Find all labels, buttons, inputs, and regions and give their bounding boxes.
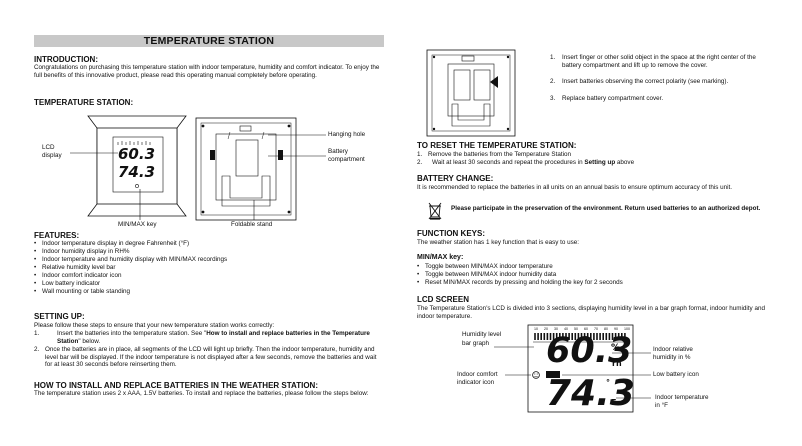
title-bar: TEMPERATURE STATION [34,35,384,47]
label-hanging-hole: Hanging hole [328,131,366,138]
label-indoor-rel-1: Indoor relative [653,346,693,353]
lcd-degree-icon: ° [606,378,610,387]
battery-step-number: 3. [550,95,556,102]
label-display: display [42,152,62,159]
setup-step1-number: 1. [34,330,40,337]
list-item: •Reset MIN/MAX records by pressing and h… [417,279,623,286]
install-heading: HOW TO INSTALL AND REPLACE BATTERIES IN … [34,381,318,390]
reset-step-1: Remove the batteries from the Temperatur… [428,151,572,158]
setup-intro: Please follow these steps to ensure that… [34,322,275,329]
function-keys-heading: FUNCTION KEYS: [417,229,485,238]
list-item: •Relative humidity level bar [34,264,116,271]
humidity-scale-tick: 40 [564,327,568,331]
humidity-scale-tick: 70 [594,327,598,331]
humidity-scale-tick: 90 [614,327,618,331]
lcd-humidity-readout: 60.3 [118,145,156,163]
humidity-scale-tick: 50 [574,327,578,331]
page-title: TEMPERATURE STATION [143,35,275,47]
humidity-scale-tick: 100 [624,327,630,331]
label-indoor-temp-1: Indoor temperature [655,394,709,401]
list-item: •Indoor humidity display in RH% [34,248,130,255]
lcd-temperature-value: 74.3 [546,373,635,414]
label-comfort-1: Indoor comfort [457,371,498,378]
battery-step-number: 1. [550,54,556,61]
list-item: •Toggle between MIN/MAX indoor humidity … [417,271,557,278]
lcd-humidity-value: 60.3 [546,331,633,371]
label-indoor-rel-2: humidity in % [653,354,691,361]
battery-change-heading: BATTERY CHANGE: [417,174,494,183]
humidity-scale-tick: 10 [534,327,538,331]
install-text: The temperature station uses 2 x AAA, 1.… [34,390,369,397]
battery-step-number: 2. [550,78,556,85]
lcd-screen-text: The Temperature Station's LCD is divided… [417,305,765,320]
lcd-temperature-unit: F [611,398,617,407]
setup-step2: Once the batteries are in place, all seg… [45,346,377,369]
label-lcd: LCD [42,144,55,151]
setup-heading: SETTING UP: [34,312,85,321]
humidity-scale-tick: 30 [554,327,558,331]
recycle-bin-icon [428,202,442,220]
battery-step-3: Replace battery compartment cover. [562,95,664,102]
list-item: •Indoor comfort indicator icon [34,272,122,279]
list-item: •Toggle between MIN/MAX indoor temperatu… [417,263,553,270]
station-front-figure [87,115,187,217]
reset-step-number: 1. [417,151,423,158]
battery-change-text: It is recommended to replace the batteri… [417,184,733,191]
lcd-humidity-unit: % [611,343,621,353]
list-item: •Low battery indicator [34,280,101,287]
battery-notice: Please participate in the preservation o… [451,205,761,212]
minmax-heading: MIN/MAX key: [417,254,464,261]
list-item: •Indoor temperature display in degree Fa… [34,240,190,247]
intro-heading: INTRODUCTION: [34,55,98,64]
station-heading: TEMPERATURE STATION: [34,98,134,107]
features-heading: FEATURES: [34,231,80,240]
label-humidity-bar-2: bar graph [462,340,489,347]
reset-heading: TO RESET THE TEMPERATURE STATION: [417,141,577,150]
intro-text: Congratulations on purchasing this tempe… [34,64,380,79]
setup-step1: Insert the batteries into the temperatur… [57,330,370,345]
label-indoor-temp-2: in °F [655,402,669,409]
reset-step-number: 2. [417,159,423,166]
reset-step-2: Wait at least 30 seconds and repeat the … [432,159,635,166]
list-item: •Indoor temperature and humidity display… [34,256,228,263]
label-battery: Battery [328,148,348,155]
function-keys-text: The weather station has 1 key function t… [417,239,580,246]
setup-step2-number: 2. [34,346,40,353]
label-humidity-bar-1: Humidity level [462,331,502,338]
humidity-scale-tick: 80 [604,327,608,331]
label-low-battery: Low battery icon [653,371,699,378]
battery-step-1: Insert finger or other solid object in t… [562,54,756,69]
humidity-scale-tick: 20 [544,327,548,331]
label-foldable-stand: Foldable stand [231,221,273,228]
label-minmax-key: MIN/MAX key [118,221,157,228]
lcd-temperature-readout: 74.3 [118,163,156,181]
lcd-screen-heading: LCD SCREEN [417,295,470,304]
battery-step-2: Insert batteries observing the correct p… [562,78,729,85]
lcd-rh-label: rh [612,359,622,368]
label-comfort-2: indicator icon [457,379,495,386]
label-compartment: compartment [328,156,365,163]
humidity-scale-tick: 60 [584,327,588,331]
list-item: •Wall mounting or table standing [34,288,130,295]
